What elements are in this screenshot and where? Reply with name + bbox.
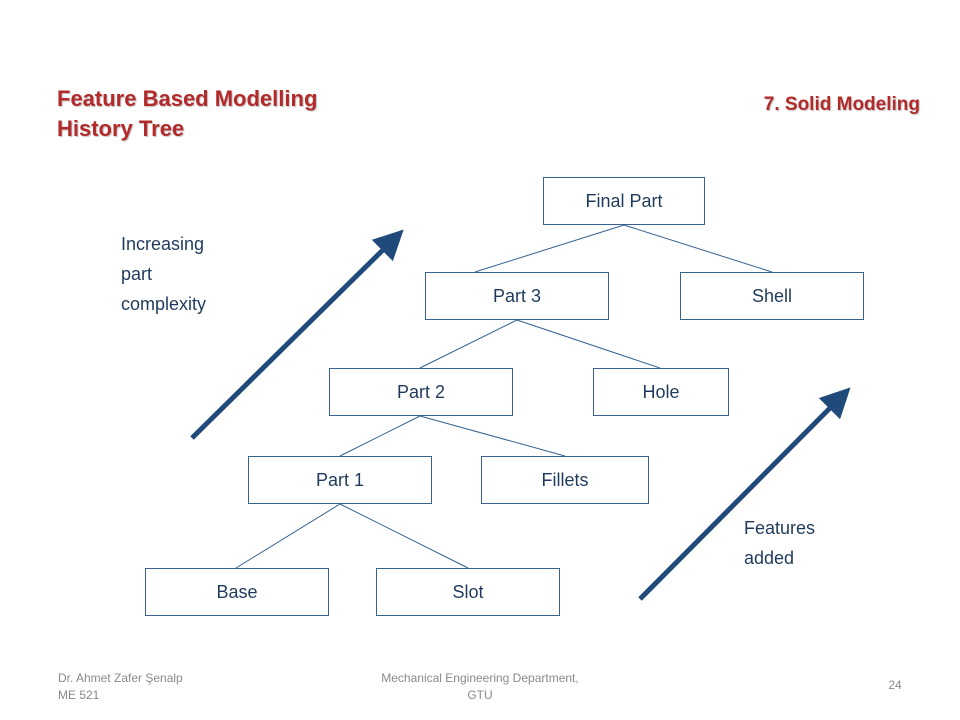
complexity-note: Increasing part complexity bbox=[121, 229, 206, 319]
page-number: 24 bbox=[888, 678, 902, 692]
edge-part2-part1 bbox=[339, 415, 421, 457]
features-note-line-2: added bbox=[744, 548, 795, 568]
features-note-line-1: Features bbox=[744, 518, 816, 538]
edge-final-part3 bbox=[474, 224, 625, 273]
title-line-1: Feature Based Modelling bbox=[57, 86, 318, 111]
node-part-3: Part 3 bbox=[425, 272, 609, 320]
node-slot: Slot bbox=[376, 568, 560, 616]
node-base: Base bbox=[145, 568, 329, 616]
complexity-arrow bbox=[190, 229, 404, 440]
edge-part1-slot bbox=[339, 503, 469, 569]
footer-author-block: Dr. Ahmet Zafer Şenalp ME 521 bbox=[58, 670, 183, 704]
complexity-note-line-1: Increasing bbox=[121, 234, 205, 254]
edge-final-shell bbox=[623, 224, 773, 273]
section-label: 7. Solid Modeling bbox=[763, 94, 920, 115]
node-final-part: Final Part bbox=[543, 177, 705, 225]
node-hole: Hole bbox=[593, 368, 729, 416]
complexity-note-line-2: part bbox=[121, 264, 153, 284]
features-note: Features added bbox=[744, 513, 815, 573]
footer-department-block: Mechanical Engineering Department, GTU bbox=[340, 670, 620, 704]
edge-part2-fillets bbox=[419, 415, 566, 457]
features-arrow bbox=[638, 387, 851, 601]
node-fillets: Fillets bbox=[481, 456, 649, 504]
slide-title: Feature Based Modelling History Tree bbox=[57, 84, 317, 144]
footer-author: Dr. Ahmet Zafer Şenalp bbox=[58, 671, 183, 685]
node-part-1: Part 1 bbox=[248, 456, 432, 504]
edge-part3-part2 bbox=[419, 319, 518, 369]
footer-course: ME 521 bbox=[58, 688, 100, 702]
edge-part3-hole bbox=[516, 319, 661, 369]
title-line-2: History Tree bbox=[57, 116, 185, 141]
node-part-2: Part 2 bbox=[329, 368, 513, 416]
edge-part1-base bbox=[235, 503, 341, 569]
footer-department-line-2: GTU bbox=[467, 688, 493, 702]
complexity-note-line-3: complexity bbox=[121, 294, 207, 314]
footer-department-line-1: Mechanical Engineering Department, bbox=[381, 671, 579, 685]
node-shell: Shell bbox=[680, 272, 864, 320]
